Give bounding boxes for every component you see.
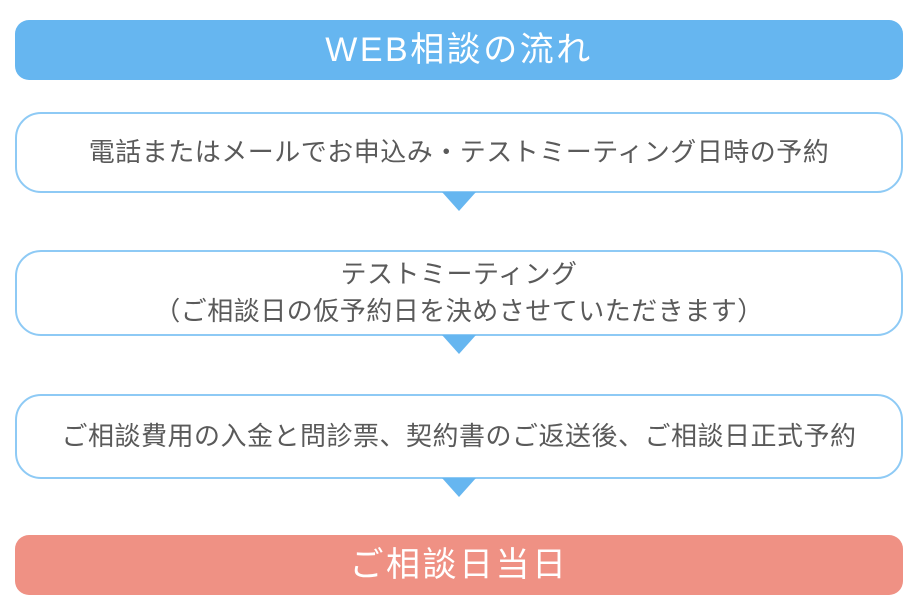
footer-title: ご相談日当日 xyxy=(349,546,569,584)
arrow-down-icon-1 xyxy=(442,192,476,211)
flow-step-1: 電話またはメールでお申込み・テストミーティング日時の予約 xyxy=(15,112,903,193)
footer-banner: ご相談日当日 xyxy=(15,535,903,595)
flow-step-3: ご相談費用の入金と問診票、契約書のご返送後、ご相談日正式予約 xyxy=(15,394,903,479)
flow-step-1-label: 電話またはメールでお申込み・テストミーティング日時の予約 xyxy=(88,137,830,168)
flow-step-2-label: テストミーティング （ご相談日の仮予約日を決めさせていただきます） xyxy=(154,259,764,326)
header-banner: WEB相談の流れ xyxy=(15,20,903,80)
page-title: WEB相談の流れ xyxy=(325,31,593,69)
flow-step-3-label: ご相談費用の入金と問診票、契約書のご返送後、ご相談日正式予約 xyxy=(61,421,857,452)
arrow-down-icon-2 xyxy=(442,335,476,354)
arrow-down-icon-3 xyxy=(442,478,476,497)
flow-step-2: テストミーティング （ご相談日の仮予約日を決めさせていただきます） xyxy=(15,250,903,336)
